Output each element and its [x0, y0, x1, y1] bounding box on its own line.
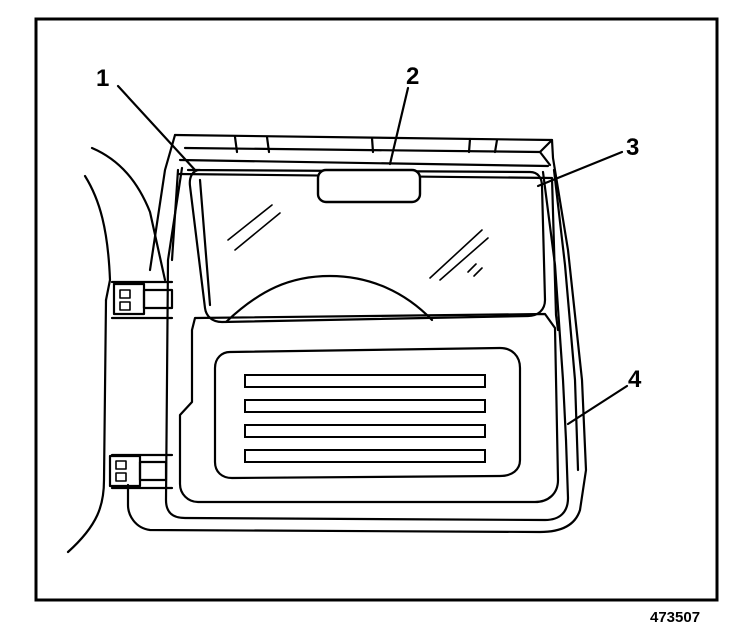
leader-line-2 — [388, 86, 410, 166]
callout-1: 1 — [96, 65, 109, 92]
callout-3: 3 — [626, 134, 639, 161]
leader-line-3 — [536, 150, 624, 188]
leader-line-1 — [116, 84, 197, 172]
leader-line-4 — [566, 384, 629, 426]
figure-id: 473507 — [650, 609, 700, 626]
callout-2: 2 — [406, 63, 419, 90]
liftgate-door — [126, 133, 588, 534]
hinge-upper — [112, 282, 174, 316]
diagram-frame — [34, 17, 719, 602]
grille-slot — [244, 424, 486, 438]
grille-slot — [244, 399, 486, 413]
trim-panel — [178, 312, 560, 504]
callout-4: 4 — [628, 366, 642, 393]
stop-lamp — [316, 168, 422, 204]
grille-slot — [244, 449, 486, 463]
grille-slot — [244, 374, 486, 388]
trim-panel-grille — [244, 374, 486, 463]
